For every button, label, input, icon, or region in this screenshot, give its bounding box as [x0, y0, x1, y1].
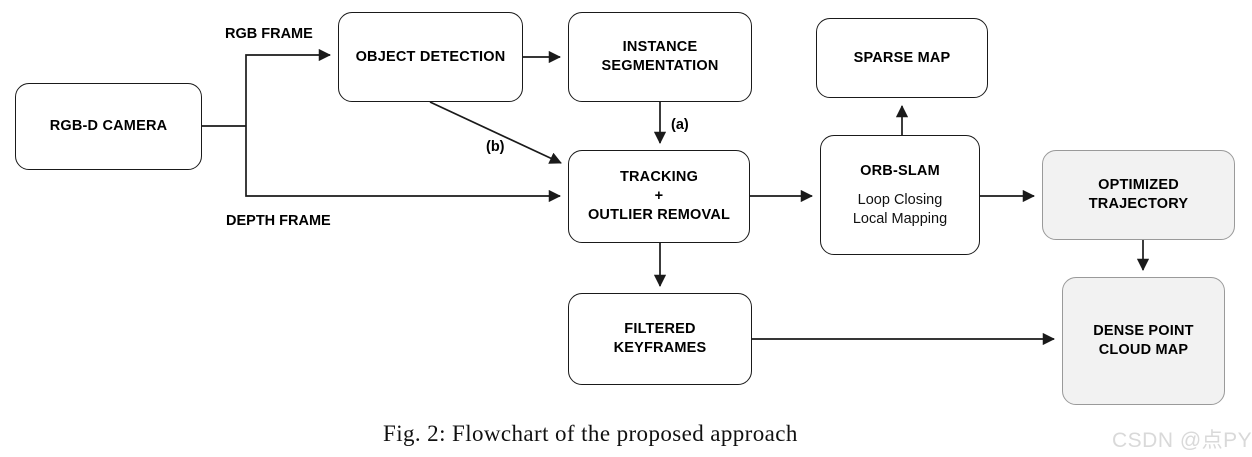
node-title: DENSE POINT CLOUD MAP: [1093, 323, 1194, 358]
edge-rgb-frame: [245, 48, 331, 126]
edge-detection-to-tracking: [429, 101, 562, 164]
node-title: RGB-D CAMERA: [49, 118, 168, 135]
node-object-detection[interactable]: OBJECT DETECTION: [338, 12, 523, 102]
node-title: OPTIMIZED TRAJECTORY: [1088, 177, 1189, 212]
node-instance-segmentation[interactable]: INSTANCE SEGMENTATION: [568, 12, 752, 102]
node-title: ORB-SLAM: [860, 162, 940, 179]
node-title: TRACKING + OUTLIER REMOVAL: [587, 169, 731, 223]
node-sparse-map[interactable]: SPARSE MAP: [816, 18, 988, 98]
node-title: INSTANCE SEGMENTATION: [601, 39, 719, 74]
node-title: OBJECT DETECTION: [355, 48, 506, 65]
node-orb-slam[interactable]: ORB-SLAM Loop Closing Local Mapping: [820, 135, 980, 255]
edge-label-depth-frame: DEPTH FRAME: [226, 213, 331, 229]
node-filtered-keyframes[interactable]: FILTERED KEYFRAMES: [568, 293, 752, 385]
node-subtitle: Loop Closing Local Mapping: [852, 192, 948, 227]
node-optimized-trajectory[interactable]: OPTIMIZED TRAJECTORY: [1042, 150, 1235, 240]
edge-label-branch-a: (a): [671, 117, 689, 133]
node-dense-point-cloud-map[interactable]: DENSE POINT CLOUD MAP: [1062, 277, 1225, 405]
figure-caption: Fig. 2: Flowchart of the proposed approa…: [383, 421, 798, 446]
node-tracking[interactable]: TRACKING + OUTLIER REMOVAL: [568, 150, 750, 243]
node-title: FILTERED KEYFRAMES: [613, 321, 707, 356]
edge-label-branch-b: (b): [486, 139, 505, 155]
csdn-watermark: CSDN @点PY: [1112, 429, 1252, 452]
node-title: SPARSE MAP: [853, 49, 951, 66]
edge-label-rgb-frame: RGB FRAME: [225, 26, 313, 42]
edge-depth-frame: [245, 126, 561, 203]
node-rgbd-camera[interactable]: RGB-D CAMERA: [15, 83, 202, 170]
